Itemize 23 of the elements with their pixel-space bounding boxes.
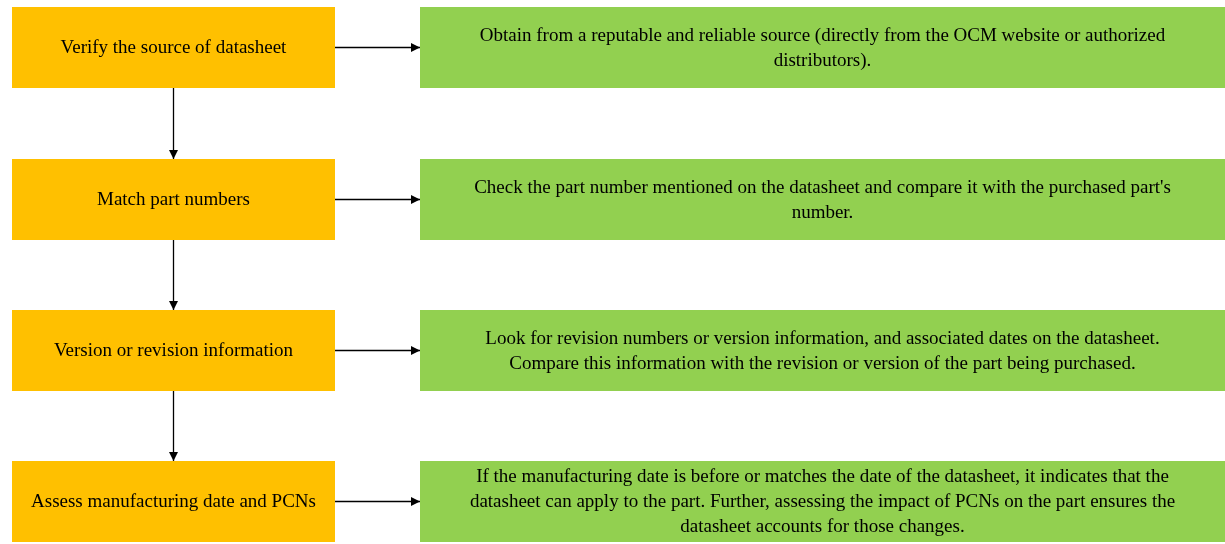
step-box: [12, 7, 335, 88]
box-text: Check the part number mentioned on the datasheet and compare it with the purchased part's number.: [473, 174, 1172, 224]
detail-box: [420, 7, 1225, 88]
arrow: [334, 195, 421, 204]
detail-box: [420, 159, 1225, 240]
step-box: [12, 461, 335, 542]
step-box: [12, 159, 335, 240]
arrow: [334, 43, 421, 52]
box-text: Verify the source of datasheet: [60, 35, 287, 60]
box-text: If the manufacturing date is before or matches the date of the datasheet, it indicates that the datasheet can apply to the part. Further, assessing the impact of PCNs on the part ensures the datasheet accounts for those changes.: [468, 464, 1177, 538]
detail-box: [420, 461, 1225, 542]
box-text: Assess manufacturing date and PCNs: [31, 489, 316, 514]
arrow: [169, 390, 178, 462]
arrow: [334, 346, 421, 355]
arrow: [334, 497, 421, 506]
step-box: [12, 310, 335, 391]
arrow: [169, 87, 178, 160]
box-text: Version or revision information: [53, 338, 293, 363]
arrow: [169, 239, 178, 311]
detail-box: [420, 310, 1225, 391]
box-text: Look for revision numbers or version information, and associated dates on the datasheet. Compare this information with the revision or version of the part being purchased.: [484, 325, 1161, 375]
box-text: Match part numbers: [97, 187, 250, 212]
box-text: Obtain from a reputable and reliable source (directly from the OCM website or authorized distributors).: [478, 22, 1167, 72]
